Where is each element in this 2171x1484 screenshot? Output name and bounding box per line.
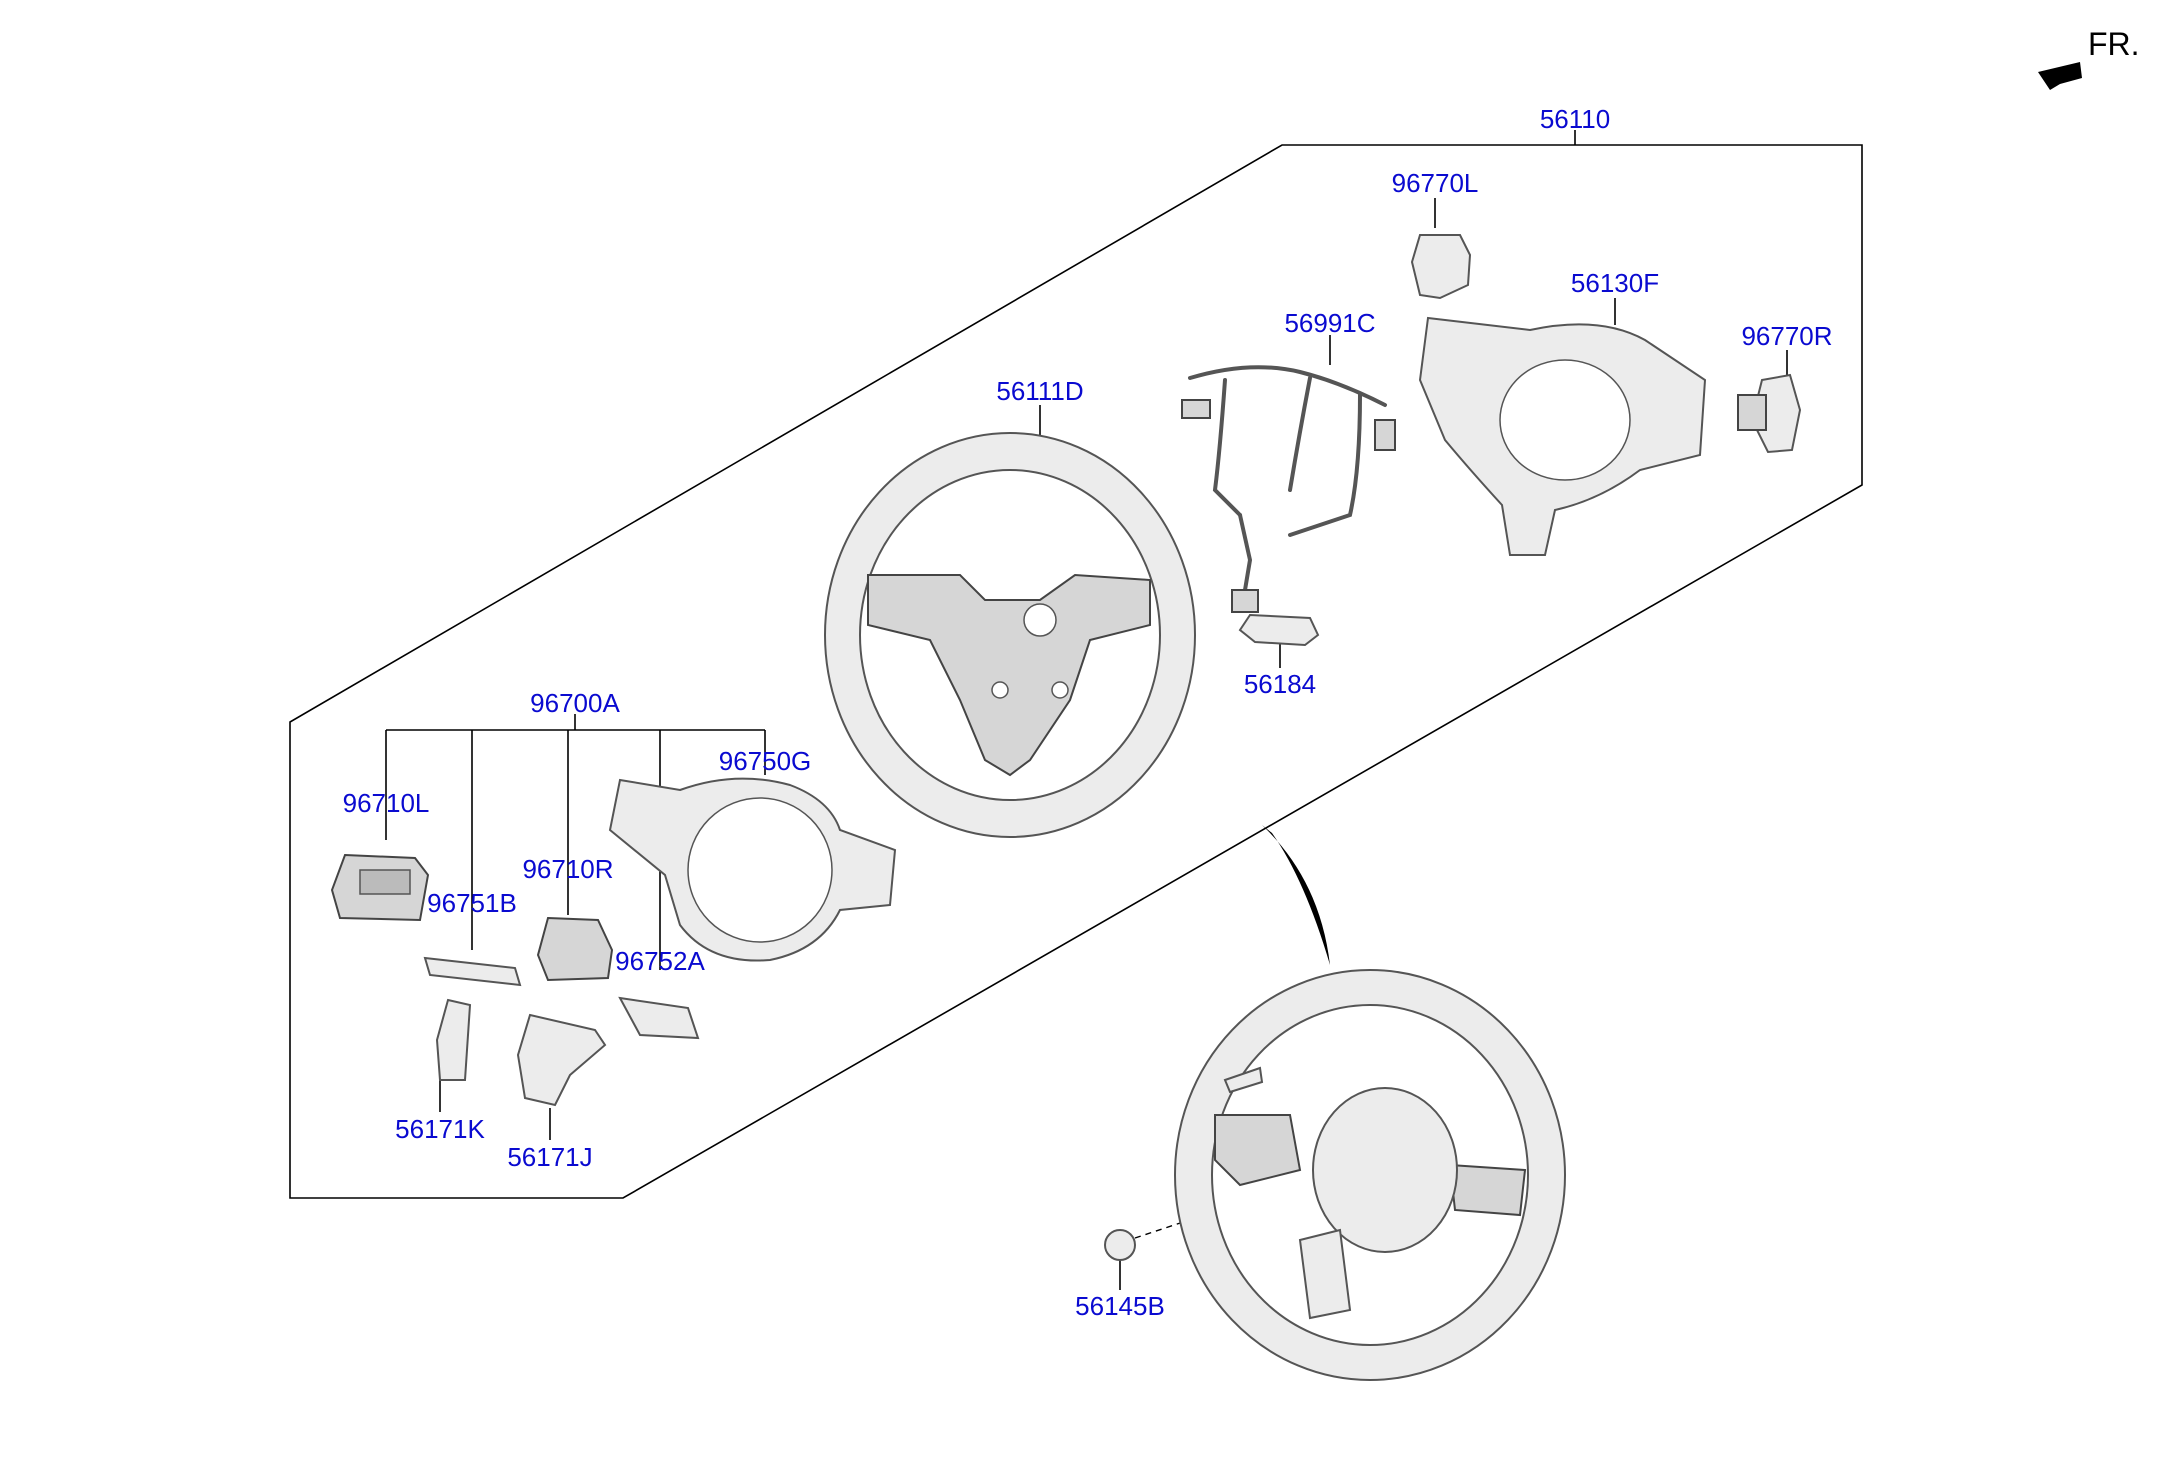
callout-56130F: 56130F — [1571, 268, 1659, 298]
callout-96751B: 96751B — [427, 888, 517, 918]
callout-56171K: 56171K — [395, 1114, 485, 1144]
steering-wheel-body — [824, 432, 1196, 838]
horn-cover-cap — [1104, 1229, 1136, 1261]
callout-96752A: 96752A — [615, 946, 705, 976]
switch-trim-cover — [608, 777, 897, 962]
callout-96770R: 96770R — [1741, 321, 1832, 351]
callout-56184: 56184 — [1244, 669, 1316, 699]
callout-56110: 56110 — [1540, 104, 1610, 134]
front-direction-label: FR. — [2088, 26, 2140, 62]
callout-56171J: 56171J — [507, 1142, 592, 1172]
switch-bezel-right — [618, 996, 700, 1040]
assembly-pointer-arrow — [1262, 825, 1330, 965]
wiring-harness — [1181, 365, 1396, 613]
steering-switch-right — [536, 916, 614, 982]
callout-56145B: 56145B — [1075, 1291, 1165, 1321]
paddle-shifter-left — [1410, 234, 1472, 300]
callout-56991C: 56991C — [1284, 308, 1375, 338]
harness-bracket — [1238, 613, 1320, 647]
callout-56111D: 56111D — [996, 376, 1083, 406]
callout-96710L: 96710L — [343, 788, 430, 818]
rear-cover — [1418, 316, 1707, 556]
callout-96770L: 96770L — [1392, 168, 1479, 198]
callout-96750G: 96750G — [719, 746, 812, 776]
assembled-steering-wheel — [1174, 969, 1566, 1381]
lower-cover-left — [435, 998, 472, 1081]
paddle-shifter-right — [1737, 373, 1802, 454]
callout-96710R: 96710R — [522, 854, 613, 884]
switch-bezel-left — [423, 956, 522, 987]
callout-96700A: 96700A — [530, 688, 620, 718]
assembly-outline — [289, 144, 1863, 1199]
steering-switch-left — [330, 853, 430, 922]
lower-cover-right — [516, 1013, 607, 1107]
front-direction-arrow-icon — [2038, 62, 2082, 90]
